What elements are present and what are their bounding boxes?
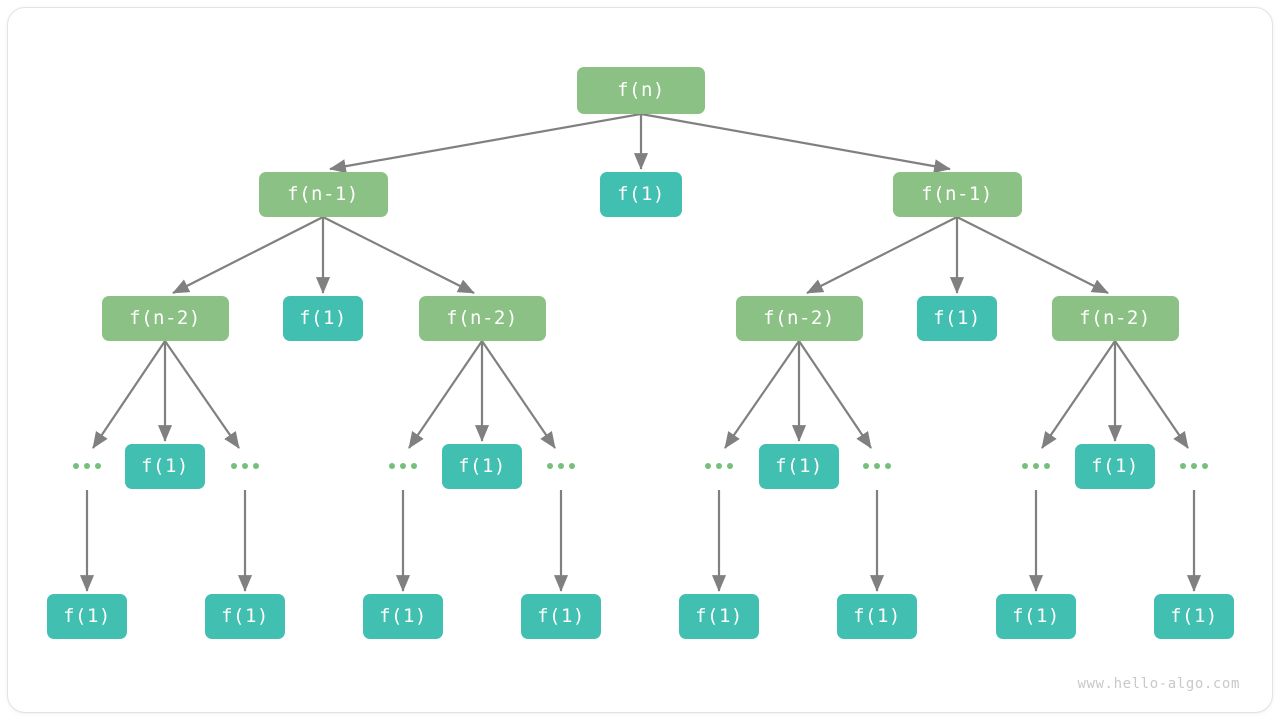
ellipsis-dot: [231, 463, 237, 469]
node-label: f(1): [299, 306, 347, 329]
ellipsis-dot: [863, 463, 869, 469]
node-label: f(n-2): [129, 306, 201, 329]
ellipsis-dot: [1202, 463, 1208, 469]
node-label: f(1): [537, 604, 585, 627]
node-label: f(n-2): [446, 306, 518, 329]
node-label: f(n-1): [921, 182, 993, 205]
node-label: f(n-1): [287, 182, 359, 205]
tree-node-n3e[interactable]: f(1): [442, 443, 522, 489]
tree-node-n1b[interactable]: f(1): [600, 171, 682, 217]
ellipsis-dot: [95, 463, 101, 469]
tree-node-n4e[interactable]: f(1): [679, 593, 759, 639]
tree-node-n4a[interactable]: f(1): [47, 593, 127, 639]
node-label: f(1): [221, 604, 269, 627]
ellipsis-dot: [874, 463, 880, 469]
ellipsis-dot: [242, 463, 248, 469]
ellipsis-marker-e3c: [231, 463, 259, 469]
ellipsis-dot: [253, 463, 259, 469]
node-label: f(n): [617, 78, 665, 101]
ellipsis-marker-e3j: [1022, 463, 1050, 469]
tree-node-n2b[interactable]: f(1): [283, 295, 363, 341]
ellipsis-marker-e3g: [705, 463, 733, 469]
node-label: f(1): [63, 604, 111, 627]
node-label: f(1): [1170, 604, 1218, 627]
tree-node-n2f[interactable]: f(n-2): [1051, 295, 1179, 341]
node-label: f(1): [141, 454, 189, 477]
tree-node-n1c[interactable]: f(n-1): [892, 171, 1022, 217]
ellipsis-dot: [1044, 463, 1050, 469]
ellipsis-marker-e3a: [73, 463, 101, 469]
node-label: f(1): [695, 604, 743, 627]
tree-node-n4c[interactable]: f(1): [363, 593, 443, 639]
ellipsis-dot: [73, 463, 79, 469]
node-label: f(1): [775, 454, 823, 477]
node-label: f(1): [933, 306, 981, 329]
node-label: f(1): [379, 604, 427, 627]
node-label: f(1): [853, 604, 901, 627]
ellipsis-dot: [705, 463, 711, 469]
watermark: www.hello-algo.com: [1077, 676, 1240, 692]
tree-node-n4h[interactable]: f(1): [1154, 593, 1234, 639]
ellipsis-dot: [84, 463, 90, 469]
node-label: f(1): [1091, 454, 1139, 477]
tree-node-n2d[interactable]: f(n-2): [735, 295, 863, 341]
tree-node-n3k[interactable]: f(1): [1075, 443, 1155, 489]
node-label: f(1): [1012, 604, 1060, 627]
tree-node-n2c[interactable]: f(n-2): [418, 295, 546, 341]
ellipsis-dot: [716, 463, 722, 469]
ellipsis-marker-e3f: [547, 463, 575, 469]
ellipsis-dot: [1022, 463, 1028, 469]
ellipsis-marker-e3i: [863, 463, 891, 469]
ellipsis-dot: [1033, 463, 1039, 469]
ellipsis-dot: [1191, 463, 1197, 469]
tree-node-n4g[interactable]: f(1): [996, 593, 1076, 639]
ellipsis-dot: [1180, 463, 1186, 469]
node-label: f(n-2): [763, 306, 835, 329]
tree-node-n2a[interactable]: f(n-2): [101, 295, 229, 341]
ellipsis-marker-e3l: [1180, 463, 1208, 469]
ellipsis-dot: [547, 463, 553, 469]
ellipsis-dot: [727, 463, 733, 469]
node-label: f(n-2): [1079, 306, 1151, 329]
ellipsis-marker-e3d: [389, 463, 417, 469]
tree-node-n3b[interactable]: f(1): [125, 443, 205, 489]
tree-node-n1a[interactable]: f(n-1): [258, 171, 388, 217]
ellipsis-dot: [558, 463, 564, 469]
node-label: f(1): [617, 182, 665, 205]
tree-node-n2e[interactable]: f(1): [917, 295, 997, 341]
tree-node-n4b[interactable]: f(1): [205, 593, 285, 639]
tree-node-n3h[interactable]: f(1): [759, 443, 839, 489]
node-label: f(1): [458, 454, 506, 477]
ellipsis-dot: [400, 463, 406, 469]
ellipsis-dot: [389, 463, 395, 469]
ellipsis-dot: [411, 463, 417, 469]
ellipsis-dot: [885, 463, 891, 469]
ellipsis-dot: [569, 463, 575, 469]
tree-node-n0[interactable]: f(n): [577, 66, 705, 114]
tree-node-n4d[interactable]: f(1): [521, 593, 601, 639]
tree-node-n4f[interactable]: f(1): [837, 593, 917, 639]
